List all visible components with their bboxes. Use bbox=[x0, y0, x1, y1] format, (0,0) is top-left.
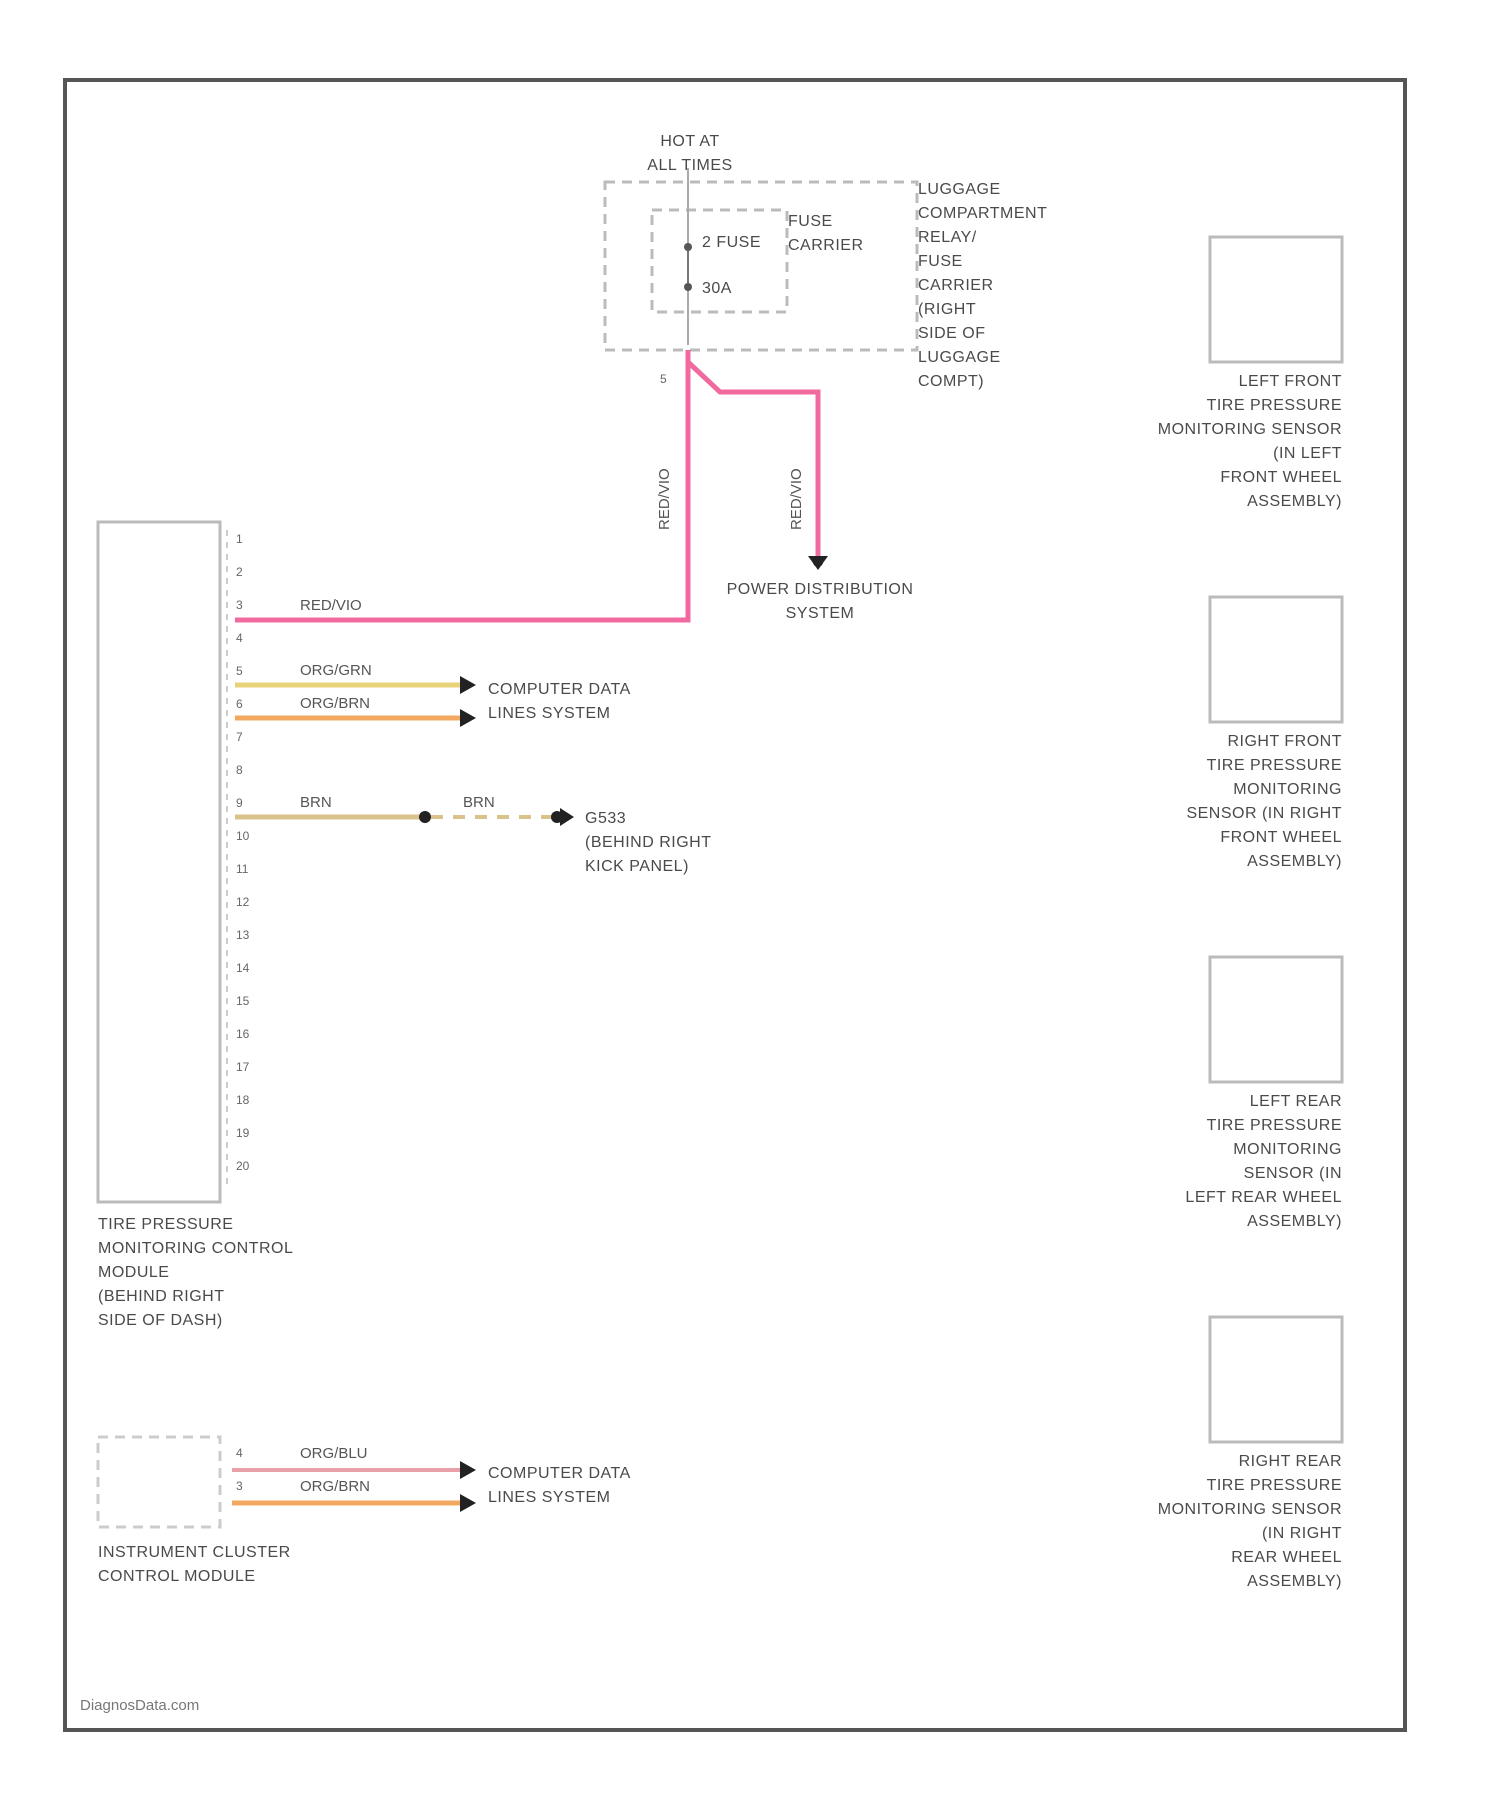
wire-label-red-vio-vertical-left: RED/VIO bbox=[656, 468, 673, 530]
data-lines-arrow-1 bbox=[460, 676, 476, 694]
sensor-box-right-rear bbox=[1210, 1317, 1342, 1442]
tpms-control-module-box bbox=[98, 522, 220, 1202]
sensor-label-right-front: RIGHT FRONT TIRE PRESSURE MONITORING SEN… bbox=[1060, 730, 1342, 874]
tpms-module-label: TIRE PRESSURE MONITORING CONTROL MODULE … bbox=[98, 1213, 293, 1333]
tpms-pin-17: 17 bbox=[236, 1060, 249, 1074]
fuse-name-label: 2 FUSE bbox=[702, 231, 761, 255]
fuse-rating-label: 30A bbox=[702, 277, 732, 301]
tpms-pin-14: 14 bbox=[236, 961, 249, 975]
fuse-terminal-top bbox=[684, 243, 692, 251]
wire-label-pin3: RED/VIO bbox=[300, 597, 362, 614]
tpms-pin-12: 12 bbox=[236, 895, 249, 909]
tpms-pin-8: 8 bbox=[236, 763, 243, 777]
data-lines-arrow-2 bbox=[460, 709, 476, 727]
tpms-pin-1: 1 bbox=[236, 532, 243, 546]
computer-data-lines-label-2: COMPUTER DATA LINES SYSTEM bbox=[488, 1462, 631, 1510]
computer-data-lines-label-1: COMPUTER DATA LINES SYSTEM bbox=[488, 678, 631, 726]
wire-label-pin6: ORG/BRN bbox=[300, 695, 370, 712]
tpms-pin-11: 11 bbox=[236, 862, 248, 876]
splice-dot bbox=[419, 811, 431, 823]
power-distribution-label: POWER DISTRIBUTION SYSTEM bbox=[695, 578, 945, 626]
cluster-arrow-1 bbox=[460, 1461, 476, 1479]
sensor-label-left-rear: LEFT REAR TIRE PRESSURE MONITORING SENSO… bbox=[1060, 1090, 1342, 1234]
wire-label-pin10a: BRN bbox=[300, 794, 332, 811]
wire-label-cluster-b: ORG/BRN bbox=[300, 1478, 370, 1495]
tpms-pin-20: 20 bbox=[236, 1159, 249, 1173]
fuse-terminal-bottom bbox=[684, 283, 692, 291]
cluster-pin-3: 3 bbox=[236, 1479, 243, 1493]
wire-label-pin5: ORG/GRN bbox=[300, 662, 372, 679]
wire-red-vio-main bbox=[235, 350, 688, 620]
tpms-pin-9: 9 bbox=[236, 796, 243, 810]
tpms-pin-16: 16 bbox=[236, 1027, 249, 1041]
sensor-box-right-front bbox=[1210, 597, 1342, 722]
tpms-pin-6: 6 bbox=[236, 697, 243, 711]
tpms-pin-2: 2 bbox=[236, 565, 243, 579]
sensor-box-left-rear bbox=[1210, 957, 1342, 1082]
fuse-pin-label: 5 bbox=[660, 372, 667, 386]
instrument-cluster-box bbox=[98, 1437, 220, 1527]
tpms-pin-10: 10 bbox=[236, 829, 249, 843]
ground-label: G533 (BEHIND RIGHT KICK PANEL) bbox=[585, 807, 712, 879]
cluster-arrow-2 bbox=[460, 1494, 476, 1512]
watermark: DiagnosData.com bbox=[80, 1697, 199, 1714]
cluster-pin-4: 4 bbox=[236, 1446, 243, 1460]
tpms-pin-3: 3 bbox=[236, 598, 243, 612]
tpms-pin-5: 5 bbox=[236, 664, 243, 678]
sensor-box-left-front bbox=[1210, 237, 1342, 362]
tpms-pin-13: 13 bbox=[236, 928, 249, 942]
wire-label-pin10b: BRN bbox=[463, 794, 495, 811]
wire-label-red-vio-vertical-right: RED/VIO bbox=[788, 468, 805, 530]
ground-arrow bbox=[560, 808, 574, 826]
fuse-carrier-label: FUSE CARRIER bbox=[788, 210, 864, 258]
tpms-pin-7: 7 bbox=[236, 730, 243, 744]
wire-label-cluster-a: ORG/BLU bbox=[300, 1445, 368, 1462]
tpms-pin-4: 4 bbox=[236, 631, 243, 645]
instrument-cluster-label: INSTRUMENT CLUSTER CONTROL MODULE bbox=[98, 1541, 291, 1589]
hot-at-all-times-label: HOT AT ALL TIMES bbox=[630, 130, 750, 178]
tpms-pin-19: 19 bbox=[236, 1126, 249, 1140]
tpms-pin-15: 15 bbox=[236, 994, 249, 1008]
power-dist-dot bbox=[813, 557, 823, 567]
sensor-label-right-rear: RIGHT REAR TIRE PRESSURE MONITORING SENS… bbox=[1060, 1450, 1342, 1594]
sensor-label-left-front: LEFT FRONT TIRE PRESSURE MONITORING SENS… bbox=[1060, 370, 1342, 514]
relay-fuse-carrier-label: LUGGAGE COMPARTMENT RELAY/ FUSE CARRIER … bbox=[918, 178, 1047, 394]
tpms-pin-18: 18 bbox=[236, 1093, 249, 1107]
